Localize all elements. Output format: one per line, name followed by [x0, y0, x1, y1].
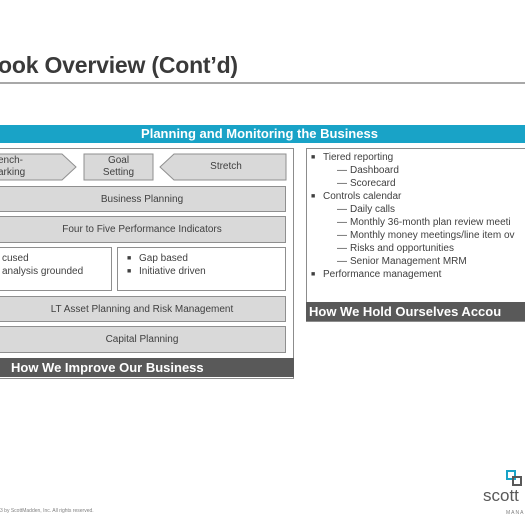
lt-asset-planning-label: LT Asset Planning and Risk Management [50, 303, 234, 315]
logo-wordmark: scott [483, 486, 519, 505]
dash-icon: — [337, 178, 347, 189]
accountability-item-text: Performance management [323, 269, 442, 280]
gap-bullet-1: ■ Gap based [127, 252, 285, 265]
accountability-item-text: Scorecard [350, 178, 396, 189]
gap-bullet-1-text: Gap based [139, 253, 188, 264]
accountability-item-text: Monthly money meetings/line item ov [350, 230, 515, 241]
dash-icon: — [337, 165, 347, 176]
dash-icon: — [337, 256, 347, 267]
accountability-item-text: Monthly 36-month plan review meeti [350, 217, 511, 228]
accountability-item: ■ Tiered reporting [311, 151, 515, 164]
accountability-item-text: Tiered reporting [323, 152, 394, 163]
bullet-icon: ■ [311, 154, 316, 161]
accountability-subitem: —Scorecard [311, 177, 515, 190]
arrow-shapes [0, 153, 287, 181]
gap-bullet-2-text: Initiative driven [139, 266, 206, 277]
bullet-icon: ■ [311, 271, 316, 278]
business-planning-box: Business Planning [0, 186, 286, 212]
accountability-panel [306, 148, 525, 322]
goal-setting-box-shape [83, 153, 154, 181]
planning-banner-label: Planning and Monitoring the Business [141, 126, 378, 141]
capital-planning-label: Capital Planning [105, 334, 179, 345]
planning-banner: Planning and Monitoring the Business [0, 125, 525, 143]
accountability-subitem: —Monthly money meetings/line item ov [311, 229, 515, 242]
business-planning-label: Business Planning [100, 193, 184, 205]
accountability-list: ■Tiered reporting—Dashboard—Scorecard■Co… [311, 151, 515, 281]
gap-bullet-2: ■ Initiative driven [127, 265, 285, 278]
dash-icon: — [337, 230, 347, 241]
accountability-subitem: —Risks and opportunities [311, 242, 515, 255]
scottmadden-logo-icon [506, 470, 522, 486]
copyright-footer: 3 by ScottMadden, Inc. All rights reserv… [0, 508, 94, 514]
accountability-subitem: —Monthly 36-month plan review meeti [311, 216, 515, 229]
performance-indicators-box: Four to Five Performance Indicators [0, 216, 286, 243]
focused-line-2: analysis grounded [2, 266, 84, 277]
improve-business-footer-label: How We Improve Our Business [11, 360, 204, 375]
accountability-item-text: Senior Management MRM [350, 256, 467, 267]
accountability-item-text: Daily calls [350, 204, 396, 215]
accountability-item-text: Dashboard [350, 165, 399, 176]
improve-business-footer: How We Improve Our Business [0, 358, 294, 377]
stretch-arrow-shape [159, 153, 287, 181]
accountability-subitem: —Senior Management MRM [311, 255, 515, 268]
accountability-item-text: Risks and opportunities [350, 243, 454, 254]
dash-icon: — [337, 204, 347, 215]
logo-subtitle: MANA [506, 510, 525, 516]
goal-setting-label: Goal Setting [84, 155, 153, 179]
stretch-label: Stretch [210, 161, 242, 172]
bullet-icon: ■ [127, 255, 132, 262]
dash-icon: — [337, 217, 347, 228]
bullet-icon: ■ [311, 193, 316, 200]
goal-setting-line-1: Goal [107, 155, 130, 166]
benchmarking-arrow-shape [0, 153, 77, 181]
gap-based-box: ■ Gap based ■ Initiative driven [117, 247, 286, 291]
accountability-item: ■ Controls calendar [311, 190, 515, 203]
slide-title: ook Overview (Cont’d) [0, 52, 238, 78]
capital-planning-box: Capital Planning [0, 326, 286, 353]
focused-box: cused analysis grounded [0, 247, 112, 291]
goal-setting-line-2: Setting [102, 167, 135, 178]
focused-line-1: cused [2, 253, 29, 264]
title-divider [0, 82, 525, 84]
benchmarking-line-1: ench- [0, 155, 24, 166]
performance-indicators-label: Four to Five Performance Indicators [62, 224, 222, 235]
benchmarking-label: ench- arking [0, 155, 34, 179]
bullet-icon: ■ [127, 268, 132, 275]
lt-asset-planning-box: LT Asset Planning and Risk Management [0, 296, 286, 322]
accountability-subitem: —Dashboard [311, 164, 515, 177]
benchmarking-line-2: arking [0, 167, 26, 178]
accountability-footer: How We Hold Ourselves Accou [306, 302, 525, 321]
accountability-item-text: Controls calendar [323, 191, 402, 202]
accountability-footer-label: How We Hold Ourselves Accou [309, 304, 502, 319]
accountability-item: ■ Performance management [311, 268, 515, 281]
accountability-subitem: —Daily calls [311, 203, 515, 216]
dash-icon: — [337, 243, 347, 254]
